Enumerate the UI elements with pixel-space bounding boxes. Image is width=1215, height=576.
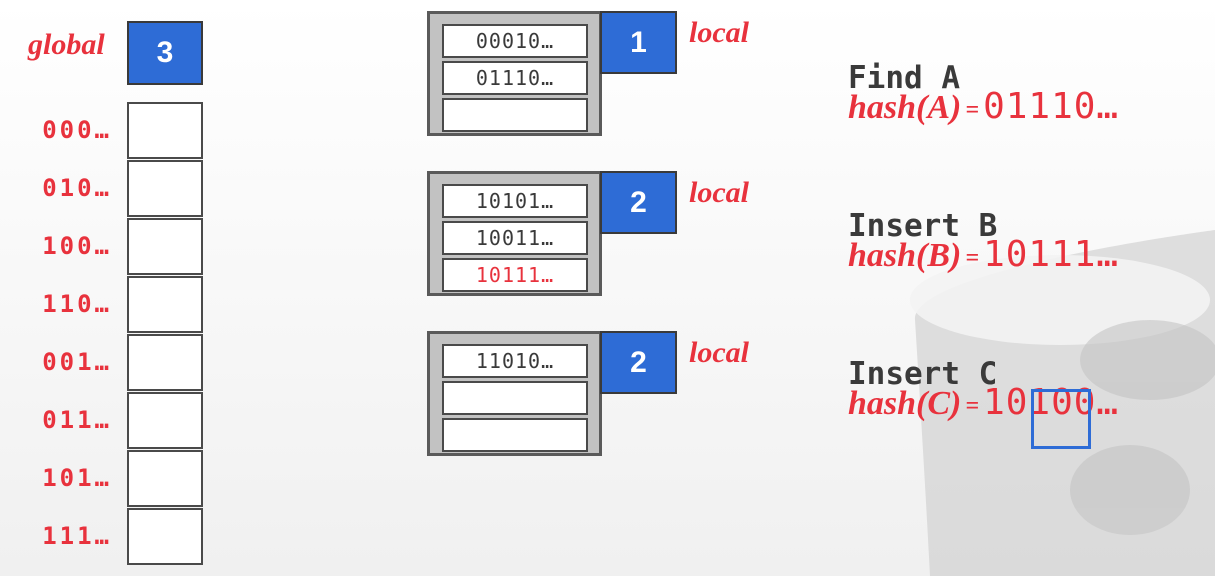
bucket: 00010…01110…	[427, 11, 602, 136]
operation-insert-b: Insert B hash(B)=10111…	[848, 208, 1119, 275]
bucket-slot: 00010…	[442, 24, 588, 58]
local-depth-box: 1	[600, 11, 677, 74]
directory-entry-label: 010…	[42, 174, 112, 202]
directory-slot	[127, 508, 203, 565]
directory-entry-label: 100…	[42, 232, 112, 260]
bucket-slot: 10111…	[442, 258, 588, 292]
equals-sign: =	[965, 244, 980, 271]
bucket: 11010…	[427, 331, 602, 456]
directory-entry-label: 111…	[42, 522, 112, 550]
directory-slot	[127, 450, 203, 507]
hash-function: hash(B)	[848, 237, 962, 274]
bucket-slot: 10011…	[442, 221, 588, 255]
hash-value: 01110…	[983, 86, 1120, 127]
local-label: local	[689, 16, 749, 49]
operation-hash: hash(A)=01110…	[848, 86, 1119, 127]
operation-title: Insert B	[848, 208, 998, 244]
bucket-slot	[442, 418, 588, 452]
bucket-slot: 01110…	[442, 61, 588, 95]
directory-entry-label: 000…	[42, 116, 112, 144]
global-depth-box: 3	[127, 21, 203, 85]
directory-slot	[127, 334, 203, 391]
bucket: 10101…10011…10111…	[427, 171, 602, 296]
bucket-slot: 10101…	[442, 184, 588, 218]
hash-function: hash(A)	[848, 89, 962, 126]
prefix-highlight-box	[1031, 389, 1091, 449]
global-label: global	[28, 28, 105, 61]
equals-sign: =	[965, 96, 980, 123]
hash-value: 10111…	[983, 234, 1120, 275]
operation-hash: hash(B)=10111…	[848, 234, 1119, 275]
equals-sign: =	[965, 392, 980, 419]
directory-slot	[127, 392, 203, 449]
directory-entry-label: 110…	[42, 290, 112, 318]
directory-entry-label: 001…	[42, 348, 112, 376]
bucket-slot: 11010…	[442, 344, 588, 378]
operation-insert-c: Insert C hash(C)=10100…	[848, 356, 1119, 423]
directory-slot	[127, 218, 203, 275]
bucket-slot	[442, 381, 588, 415]
directory-slot	[127, 276, 203, 333]
hash-function: hash(C)	[848, 385, 962, 422]
operation-title: Insert C	[848, 356, 998, 392]
local-label: local	[689, 176, 749, 209]
directory-slot	[127, 102, 203, 159]
operation-title: Find A	[848, 60, 960, 96]
directory-entry-label: 101…	[42, 464, 112, 492]
local-depth-box: 2	[600, 331, 677, 394]
hash-value: 10100…	[983, 382, 1120, 423]
directory-slot	[127, 160, 203, 217]
operation-hash: hash(C)=10100…	[848, 382, 1119, 423]
local-label: local	[689, 336, 749, 369]
bucket-slot	[442, 98, 588, 132]
local-depth-box: 2	[600, 171, 677, 234]
operation-find-a: Find A hash(A)=01110…	[848, 60, 1119, 127]
directory-entry-label: 011…	[42, 406, 112, 434]
